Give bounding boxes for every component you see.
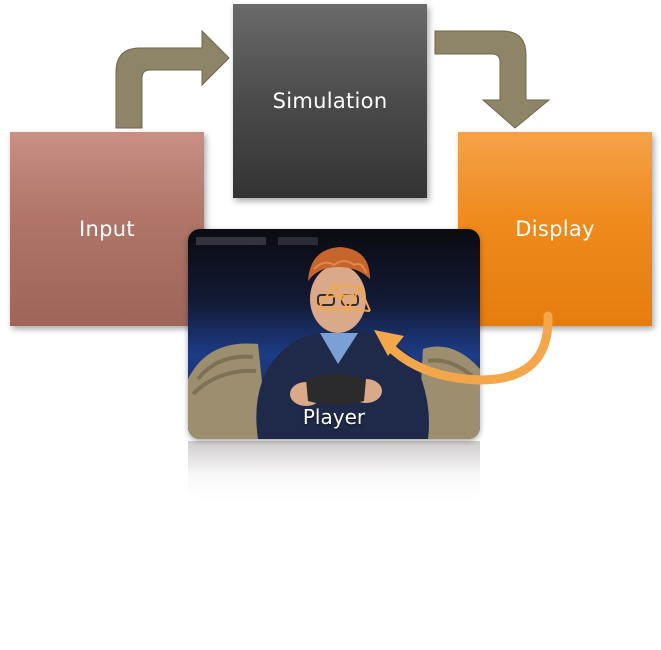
player-label: Player [302, 405, 366, 429]
arrow-display-to-player [383, 311, 553, 385]
input-box: Input [10, 132, 204, 326]
arrow-display-to-player-head [374, 330, 404, 356]
display-box: Display [458, 132, 652, 326]
player-photo [188, 229, 480, 439]
arrow-input-to-simulation [115, 29, 230, 129]
photo-reflection [188, 441, 480, 501]
display-label: Display [515, 217, 595, 241]
arrow-simulation-to-display [434, 30, 551, 129]
simulation-box: Simulation [233, 4, 427, 198]
simulation-label: Simulation [272, 89, 388, 113]
input-label: Input [79, 217, 135, 241]
